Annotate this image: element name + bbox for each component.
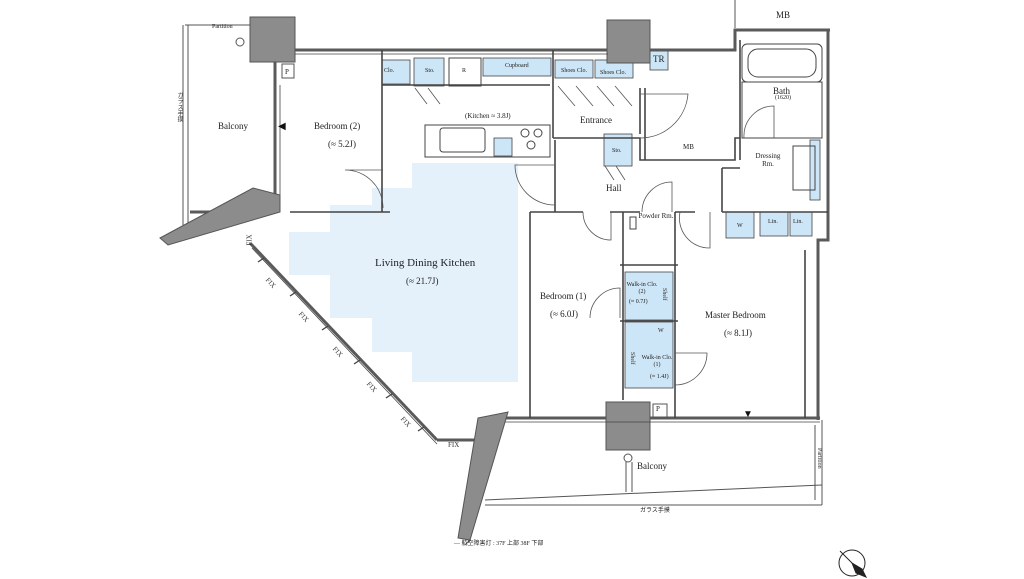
fix-ticks (257, 257, 425, 432)
columns (249, 16, 651, 451)
shelf-label-2: Shelf (629, 352, 635, 365)
mb-label-top: MB (776, 10, 791, 20)
balcony-bottom-slab (457, 411, 509, 541)
glass-rail-label-bottom: ガラス手摸 (640, 508, 670, 514)
bedroom2-size-label: (≈ 5.2J) (328, 139, 356, 149)
shoes-clo-label-2: Shoes Clo. (600, 70, 627, 76)
north-arrow-icon (838, 549, 868, 578)
wic2-size-label: (≈ 0.7J) (629, 299, 648, 305)
shelf-label-1: Shelf (661, 288, 667, 301)
balcony-bottom-label: Balcony (637, 461, 667, 471)
bedroom1-size-label: (≈ 6.0J) (550, 309, 578, 319)
dressing-rm-label: Dressing Rm. (755, 152, 781, 169)
entrance-marker-icon: ▼ (743, 409, 753, 420)
glass-rail-label-left: ガラス手摸 (176, 92, 182, 122)
entrance-label: Entrance (580, 115, 612, 125)
bath-size-label: (1620) (775, 95, 791, 101)
balcony-left-outline (182, 24, 295, 225)
bedroom1-label: Bedroom (1) (540, 291, 587, 301)
w-wic-label: W (658, 328, 664, 334)
bedroom2-label: Bedroom (2) (314, 121, 361, 131)
ldk-label: Living Dining Kitchen (375, 257, 476, 269)
sto-kitchen-label: Sto. (425, 68, 435, 74)
interior-walls (290, 40, 828, 418)
powder-rm-label: Powder Rm. (638, 212, 674, 220)
balcony-bottom-outline (464, 403, 823, 546)
master-bedroom-label: Master Bedroom (705, 310, 766, 320)
p-label-top: P (285, 68, 289, 76)
washer-label: W (737, 223, 743, 229)
ldk-size-label: (≈ 21.7J) (406, 276, 439, 286)
bath-fixtures (629, 43, 823, 230)
tr-label: TR (653, 54, 665, 64)
shoes-clo-label-1: Shoes Clo. (561, 68, 588, 74)
p-label-bottom: P (656, 405, 660, 413)
fix-label: FIX (448, 441, 460, 449)
linen-label-1: Lin. (768, 219, 778, 225)
storage-fills (381, 49, 821, 389)
wic2-label: Walk-in Clo. (2) (626, 282, 658, 296)
partition-label-top: Partition (212, 24, 233, 30)
ceiling-note-label: — 航空障害灯 : 37F 上部 38F 下部 (454, 541, 544, 547)
r-label: R (462, 68, 467, 74)
master-bedroom-size-label: (≈ 8.1J) (724, 328, 752, 338)
wic1-size-label: (≈ 1.4J) (650, 374, 669, 380)
kitchen-label: (Kitchen ≈ 3.8J) (465, 112, 511, 120)
right-side-lines (734, 0, 823, 505)
kitchen-counter (424, 57, 551, 158)
door-swings (344, 85, 775, 386)
fix-label: FIX (245, 234, 254, 246)
linen-label-2: Lin. (793, 219, 803, 225)
ldk-floor (289, 163, 518, 382)
clo-label: Clo. (384, 68, 395, 74)
entrance-marker-icon: ◀ (278, 121, 286, 132)
bath-label: Bath (773, 86, 790, 96)
partition-label-right: Partition (816, 448, 822, 469)
window-lines (251, 53, 820, 445)
balcony-left-slab (159, 187, 281, 246)
sto-hall-label: Sto. (612, 148, 622, 154)
wic1-label: Walk-in Clo. (1) (641, 355, 673, 369)
cupboard-label: Cupboard (505, 63, 529, 69)
hall-label: Hall (606, 183, 622, 193)
balcony-left-label: Balcony (218, 121, 248, 131)
mb-label-mid: MB (683, 143, 694, 151)
